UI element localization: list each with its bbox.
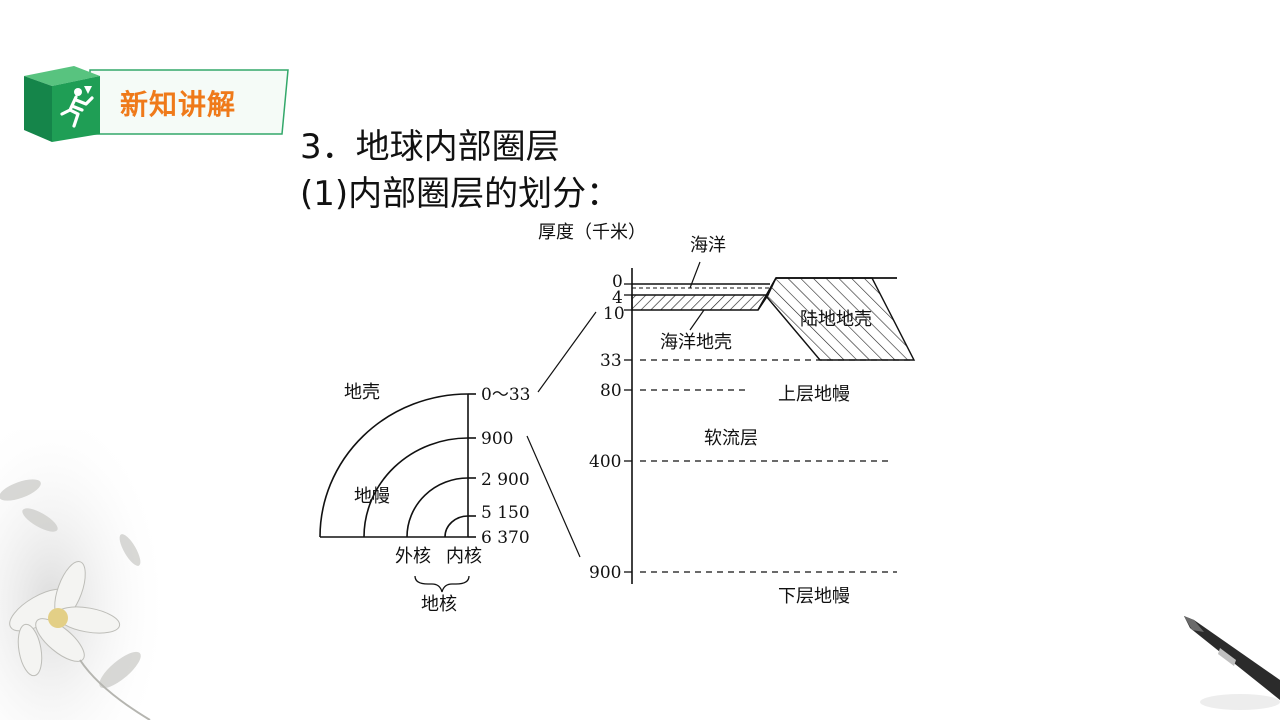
oceanic-crust-block [631,294,770,311]
zoom-line-top [537,311,597,393]
heading-line-2: (1)内部圈层的划分： [300,174,621,214]
running-figure-icon [60,86,94,128]
inner-core-label: 内核 [446,546,482,567]
lower-mantle-label: 下层地幔 [778,586,850,607]
core-label: 地核 [421,594,457,615]
continental-crust-label: 陆地地壳 [800,309,872,330]
flower-decoration [0,430,170,720]
mantle-label: 地幔 [354,486,390,507]
crust-mantle-profile [624,261,916,584]
crust-label: 地壳 [344,382,380,403]
tick-label-80: 80 [600,381,622,401]
depth-label-2900: 2 900 [481,470,530,490]
depth-label-6370: 6 370 [481,528,530,548]
mantle-arc [363,437,469,538]
upper-mantle-label: 上层地幔 [778,384,850,405]
tick-label-0: 0 [612,272,623,292]
zoom-line-bottom [526,435,581,558]
asthenosphere-label: 软流层 [704,428,758,449]
depth-label-5150: 5 150 [481,503,530,523]
outer-core-arc [406,477,469,538]
earth-section [319,311,597,593]
tick-label-400: 400 [589,452,621,472]
ocean-label: 海洋 [690,235,726,256]
tick-label-4: 4 [612,288,623,308]
depth-label-900: 900 [481,429,513,449]
inner-core-arc [444,515,469,538]
crust-arc [319,393,469,538]
tick-label-900: 900 [589,563,621,583]
axis-title: 厚度（千米） [538,222,646,243]
depth-label-crust: 0～33 [481,385,530,405]
outer-core-label: 外核 [395,546,431,567]
brush-pen-decoration [1184,616,1280,710]
section-title: 新知讲解 [120,88,237,121]
tick-label-33: 33 [600,351,622,371]
heading-line-1: 3．地球内部圈层 [300,127,560,167]
oceanic-crust-label: 海洋地壳 [660,332,732,353]
tick-label-10: 10 [603,304,625,324]
